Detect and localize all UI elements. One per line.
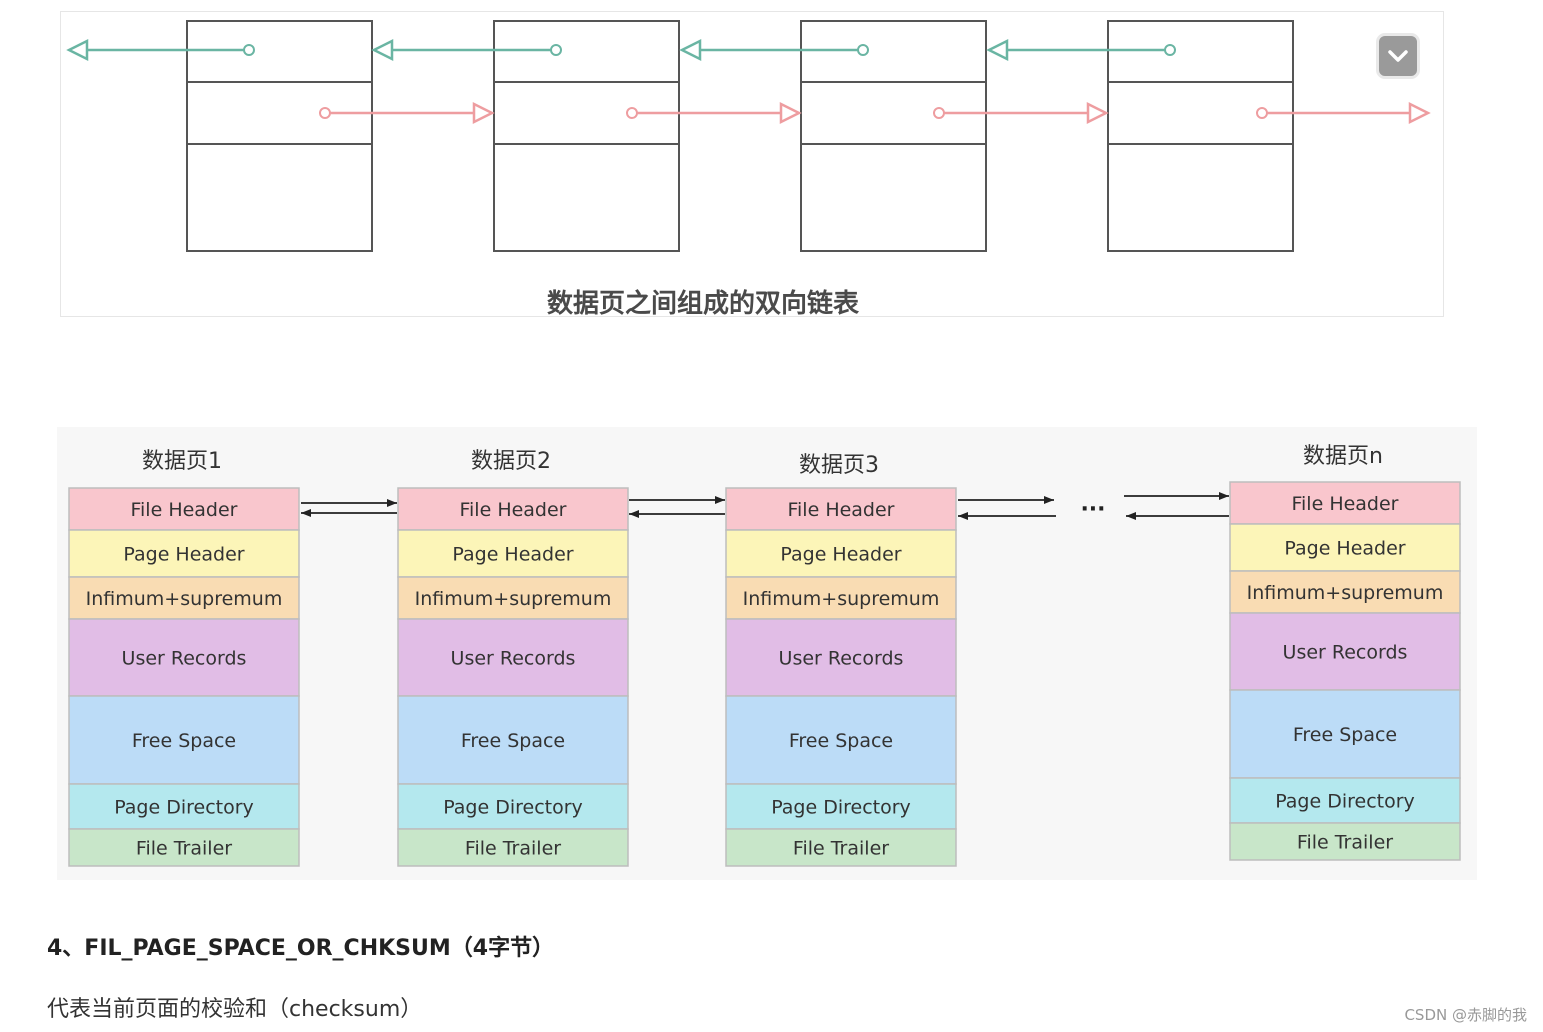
next-pointer-arrow [1086, 101, 1109, 125]
page-section [725, 576, 957, 620]
page-section-label: File Header [787, 499, 894, 521]
page-section-label: Page Header [452, 544, 573, 566]
page-section [725, 828, 957, 867]
link-arrowhead [387, 499, 397, 507]
section-heading: 4、FIL_PAGE_SPACE_OR_CHKSUM（4字节） [47, 936, 555, 961]
linked-list-caption: 数据页之间组成的双向链表 [547, 288, 860, 319]
next-pointer-arrow [779, 101, 802, 125]
linked-page-4 [1107, 20, 1294, 252]
linked-page-2 [493, 20, 680, 252]
collapse-button[interactable] [1376, 33, 1420, 79]
next-pointer-origin [626, 107, 638, 119]
ellipsis-dots: ··· [1080, 497, 1105, 522]
prev-pointer-origin [243, 44, 255, 56]
prev-pointer-arrow [986, 38, 1009, 62]
page-title: 数据页3 [799, 453, 879, 478]
link-arrowhead [715, 496, 725, 504]
prev-pointer-origin [857, 44, 869, 56]
link-arrowhead [1219, 492, 1229, 500]
next-pointer-arrow [472, 101, 495, 125]
page-section-label: File Trailer [136, 838, 232, 860]
page-section-label: Page Directory [771, 797, 911, 819]
next-pointer-origin [1256, 107, 1268, 119]
page-section [1229, 523, 1461, 572]
page-section-label: User Records [122, 648, 247, 670]
page-section-label: Page Directory [443, 797, 583, 819]
page-section-label: File Header [1291, 493, 1398, 515]
page-section [1229, 777, 1461, 824]
linked-page-3 [800, 20, 987, 252]
page-section [68, 828, 300, 867]
prev-pointer-arrow [371, 38, 394, 62]
page-section [68, 783, 300, 830]
link-arrowhead [629, 510, 639, 518]
link-arrowhead [301, 509, 311, 517]
prev-pointer-arrow [679, 38, 702, 62]
page-section-label: Free Space [1293, 724, 1397, 746]
page-section-label: Free Space [461, 730, 565, 752]
page-section-label: Infimum+supremum [415, 588, 612, 610]
next-pointer-arrow [1408, 101, 1431, 125]
page-section-label: Infimum+supremum [1247, 582, 1444, 604]
page-section-label: File Trailer [793, 838, 889, 860]
link-arrowhead [1126, 512, 1136, 520]
next-pointer-origin [933, 107, 945, 119]
chevron-down-icon [1388, 50, 1408, 62]
page-section [725, 695, 957, 785]
page-section-label: Free Space [132, 730, 236, 752]
page-section [725, 487, 957, 531]
page-section-label: Free Space [789, 730, 893, 752]
linked-page-1 [186, 20, 373, 252]
page-section-label: User Records [451, 648, 576, 670]
page-section-label: Page Header [123, 544, 244, 566]
link-arrowhead [1044, 496, 1054, 504]
page-section [725, 618, 957, 697]
page-section [68, 529, 300, 578]
page-title: 数据页1 [142, 449, 222, 474]
page-section [1229, 822, 1461, 861]
page-section [397, 529, 629, 578]
page-title: 数据页n [1303, 444, 1383, 469]
page-section-label: Page Header [1284, 538, 1405, 560]
page-section-label: File Trailer [1297, 832, 1393, 854]
page-section [68, 695, 300, 785]
page-section [1229, 612, 1461, 691]
prev-pointer-origin [1164, 44, 1176, 56]
prev-pointer-arrow [66, 38, 89, 62]
page-section [68, 487, 300, 531]
page-section [1229, 689, 1461, 779]
page-section-label: User Records [1283, 642, 1408, 664]
page-section-label: Page Directory [1275, 791, 1415, 813]
page-section-label: User Records [779, 648, 904, 670]
page-section-label: File Trailer [465, 838, 561, 860]
page-section [68, 576, 300, 620]
page-title: 数据页2 [471, 449, 551, 474]
page-section [397, 576, 629, 620]
prev-pointer-origin [550, 44, 562, 56]
link-arrowhead [958, 512, 968, 520]
page-section-label: Page Header [780, 544, 901, 566]
page-section [68, 618, 300, 697]
page-section-label: Infimum+supremum [743, 588, 940, 610]
page-section [1229, 570, 1461, 614]
linked-list-diagram: 数据页之间组成的双向链表 [66, 20, 1431, 319]
page-section [397, 618, 629, 697]
page-section-label: Page Directory [114, 797, 254, 819]
description-paragraph: 代表当前页面的校验和（checksum） [47, 997, 423, 1022]
page-section-label: Infimum+supremum [86, 588, 283, 610]
next-pointer-origin [319, 107, 331, 119]
page-section-label: File Header [459, 499, 566, 521]
page-section [397, 828, 629, 867]
page-section-label: File Header [130, 499, 237, 521]
watermark: CSDN @赤脚的我 [1404, 1006, 1527, 1024]
